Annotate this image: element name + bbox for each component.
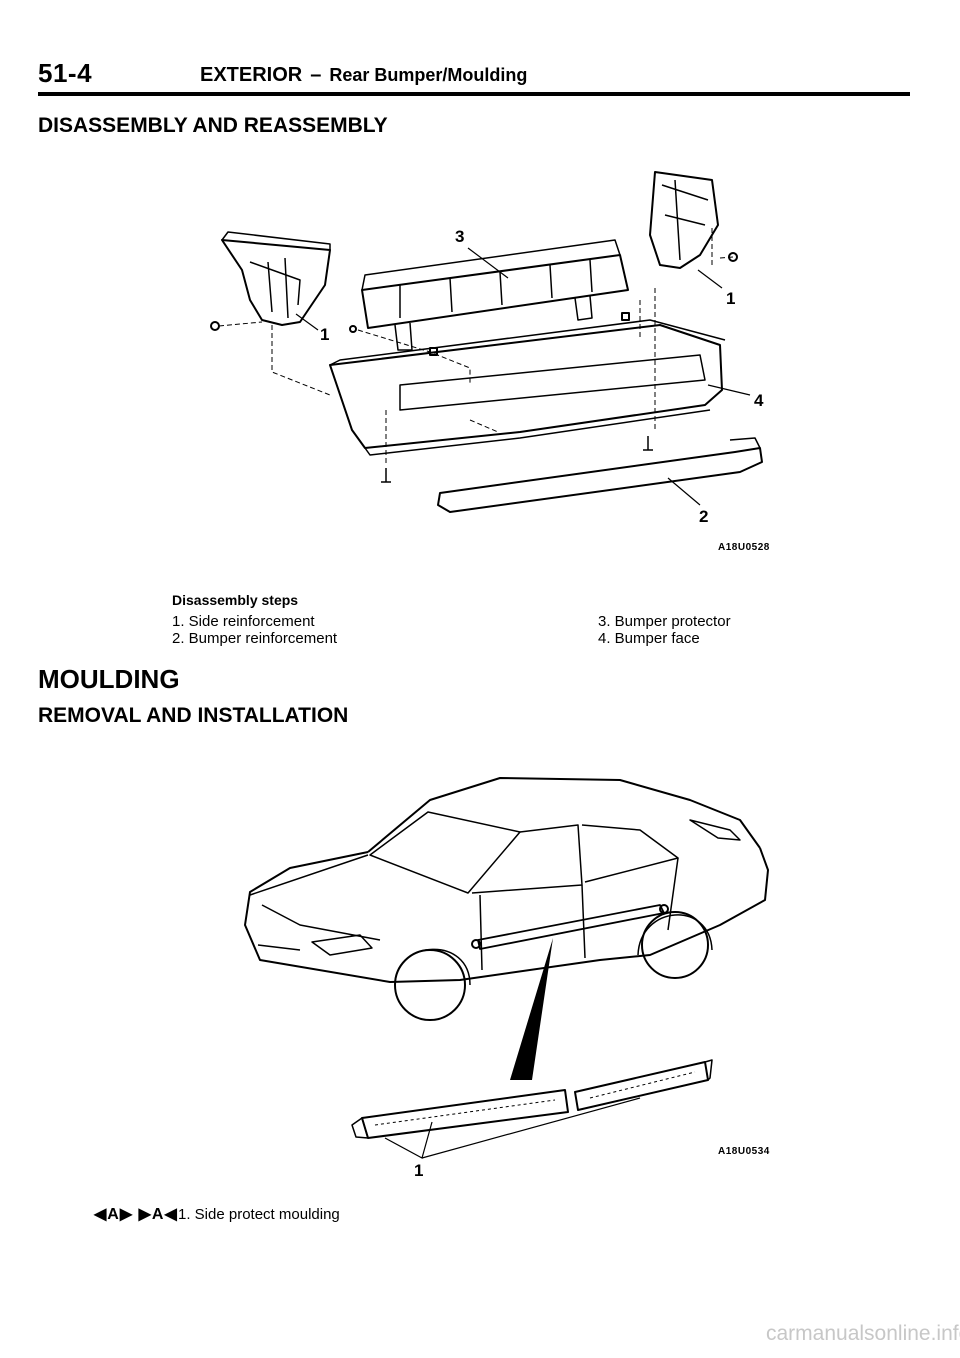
step-3: 3. Bumper protector — [598, 613, 731, 630]
car-moulding-diagram: 1 — [244, 777, 769, 1180]
moulding-item: 1. Side protect moulding — [178, 1206, 340, 1223]
step-1: 1. Side reinforcement — [172, 613, 315, 630]
moulding-callout-1: 1 — [414, 1161, 423, 1180]
bumper-reinforcement — [361, 254, 629, 329]
callout-1-left: 1 — [320, 325, 329, 344]
page-number: 51-4 — [38, 58, 93, 88]
callout-4: 4 — [754, 391, 764, 410]
callout-2: 3 — [455, 227, 464, 246]
removal-installation-heading: REMOVAL AND INSTALLATION — [38, 704, 349, 727]
right-side-reinforcement — [649, 171, 719, 269]
callout-3: 2 — [699, 507, 708, 526]
car-body-outline — [367, 777, 761, 853]
section-name: EXTERIOR — [200, 64, 303, 86]
subsection-name: Rear Bumper/Moulding — [329, 65, 528, 85]
figure-code-moulding: A18U0534 — [718, 1146, 770, 1157]
pointer-arrow — [510, 938, 553, 1080]
step-marks: ◀A▶ ▶A◀ — [94, 1206, 178, 1223]
callout-1-right: 1 — [726, 289, 735, 308]
moulding-heading: MOULDING — [38, 664, 180, 694]
bumper-exploded-diagram: 3 1 1 4 2 — [210, 171, 764, 526]
side-protect-moulding — [361, 1089, 569, 1139]
disassembly-steps-title: Disassembly steps — [172, 592, 299, 608]
section-title: EXTERIOR–Rear Bumper/Moulding — [200, 64, 527, 87]
bumper-face — [329, 324, 723, 449]
disassembly-heading: DISASSEMBLY AND REASSEMBLY — [38, 114, 388, 137]
section-separator: – — [310, 64, 322, 86]
footer-watermark: carmanualsonline.info — [766, 1322, 960, 1345]
bumper-protector — [437, 447, 763, 513]
step-2: 2. Bumper reinforcement — [172, 630, 338, 647]
step-4: 4. Bumper face — [598, 630, 700, 647]
left-side-reinforcement — [221, 239, 331, 326]
header-rule — [38, 92, 910, 96]
figure-code-bumper: A18U0528 — [718, 542, 770, 553]
